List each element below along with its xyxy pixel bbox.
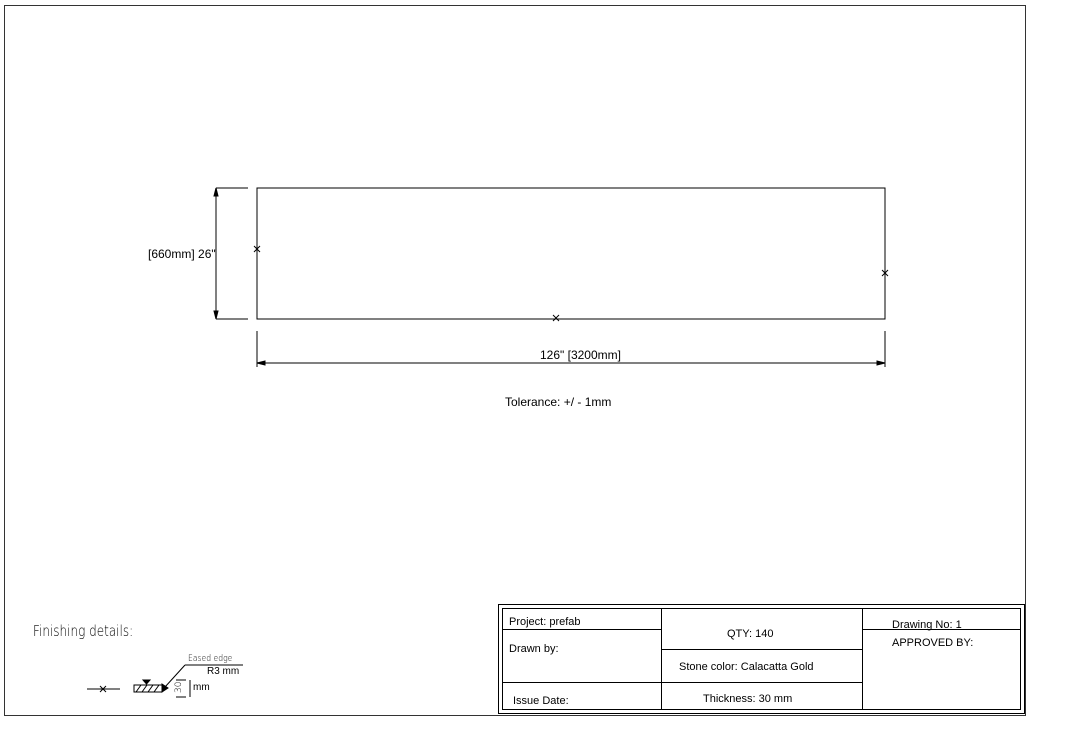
project-field: Project: prefab xyxy=(509,616,581,628)
thickness-unit: mm xyxy=(193,682,210,693)
divider xyxy=(503,629,661,630)
title-block-inner xyxy=(502,608,1021,710)
divider xyxy=(862,609,863,709)
tolerance-note: Tolerance: +/ - 1mm xyxy=(505,395,612,409)
stone-color-field: Stone color: Calacatta Gold xyxy=(679,661,814,673)
finishing-symbol xyxy=(87,664,243,698)
edge-marker-bottom xyxy=(552,314,560,322)
divider xyxy=(503,682,661,683)
width-label: 126" [3200mm] xyxy=(540,348,621,362)
slab-outline xyxy=(256,187,886,320)
drawn-by-field: Drawn by: xyxy=(509,643,559,655)
divider xyxy=(862,629,1020,630)
approved-by-field: APPROVED BY: xyxy=(892,637,974,649)
edge-name-label: Eased edge xyxy=(188,654,233,664)
height-dimension xyxy=(213,187,248,320)
width-dimension xyxy=(256,331,886,367)
divider xyxy=(661,609,662,709)
issue-date-field: Issue Date: xyxy=(513,695,569,707)
drawing-sheet xyxy=(4,5,1026,716)
height-label: [660mm] 26" xyxy=(148,247,216,261)
thickness-value: 30 xyxy=(174,681,184,693)
edge-marker-right xyxy=(881,269,889,277)
qty-field: QTY: 140 xyxy=(727,628,774,640)
drawing-no-field: Drawing No: 1 xyxy=(892,619,962,631)
edge-marker-left xyxy=(253,245,261,253)
divider xyxy=(661,682,862,683)
finishing-title: Finishing details: xyxy=(33,622,134,640)
divider xyxy=(661,649,862,650)
thickness-field: Thickness: 30 mm xyxy=(703,693,793,705)
title-block: Project: prefab Drawn by: Issue Date: QT… xyxy=(498,604,1025,714)
edge-radius-label: R3 mm xyxy=(207,666,240,677)
